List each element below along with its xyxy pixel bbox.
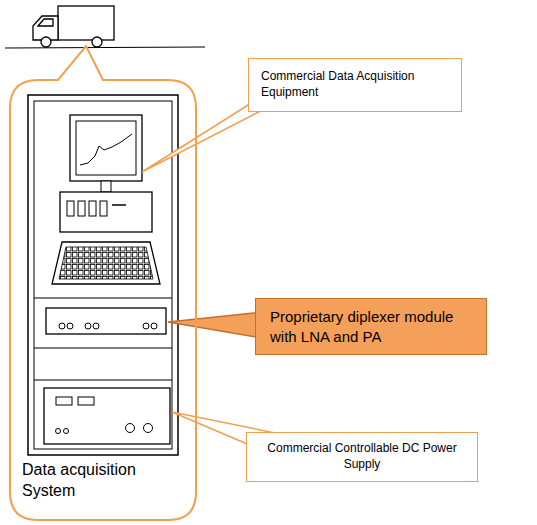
- node-label: Data acquisition System: [22, 460, 172, 502]
- equipment-rack: [28, 95, 178, 455]
- diplexer-unit: [46, 308, 166, 334]
- system-outline: Data acquisition System: [8, 40, 198, 522]
- node-label: Commercial Data Acquisition Equipment: [261, 69, 449, 100]
- callout-pointer: [168, 312, 262, 338]
- callout-box: Commercial Controllable DC Power Supply: [246, 432, 478, 482]
- outline-path: [10, 46, 196, 520]
- keyboard-symbol: [52, 242, 160, 284]
- node-label: Proprietary diplexer module with LNA and…: [270, 307, 472, 346]
- truck-icon: [33, 6, 114, 47]
- road-line: [5, 47, 205, 48]
- callout-box: Proprietary diplexer module with LNA and…: [255, 298, 487, 355]
- node-label: Commercial Controllable DC Power Supply: [267, 441, 457, 472]
- instrument-panel: [60, 192, 152, 232]
- callout-box: Commercial Data Acquisition Equipment: [248, 58, 462, 112]
- outline-shape: [8, 40, 198, 522]
- monitor-symbol: [70, 115, 142, 192]
- power-supply-unit: [44, 388, 170, 444]
